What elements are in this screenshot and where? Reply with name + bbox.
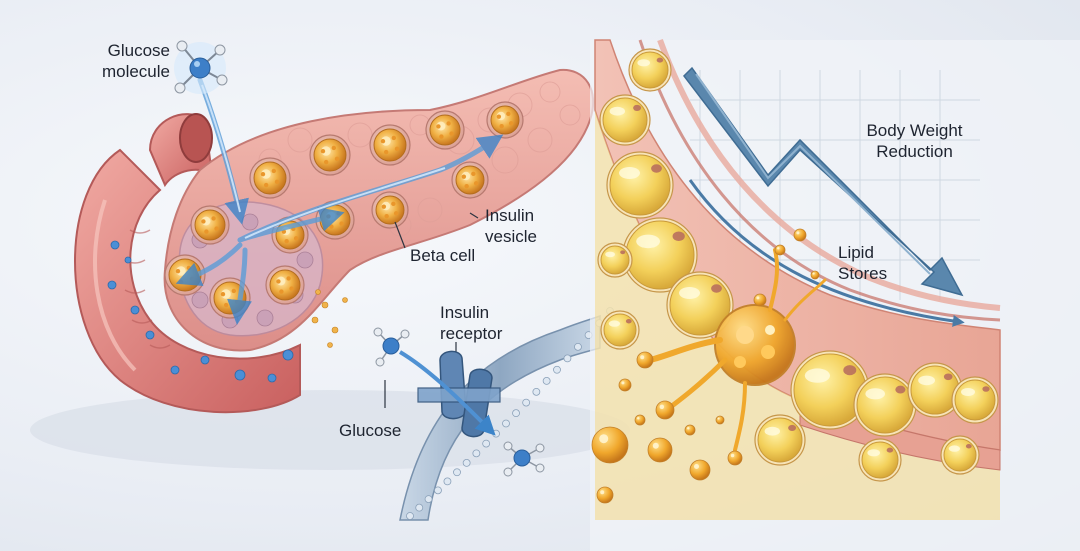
phospholipid-head bbox=[522, 398, 531, 407]
phospholipid-head bbox=[553, 365, 561, 374]
beta-cell bbox=[451, 161, 489, 199]
lipid-droplet bbox=[636, 351, 654, 369]
cell-membrane bbox=[373, 307, 614, 521]
label-insulin-receptor: Insulin receptor bbox=[440, 303, 503, 343]
lipid-droplet bbox=[774, 244, 786, 256]
phospholipid-head bbox=[453, 468, 461, 477]
fat-cell bbox=[597, 242, 633, 278]
duodenum bbox=[74, 148, 301, 414]
fat-cell bbox=[599, 94, 651, 146]
fat-cell bbox=[622, 217, 698, 293]
phospholipid-head bbox=[434, 486, 442, 495]
phospholipid-head bbox=[502, 419, 510, 428]
label-glucose: Glucose bbox=[339, 421, 402, 440]
lipid-droplet bbox=[634, 414, 646, 426]
glucose-icon-inside bbox=[503, 441, 545, 477]
fat-cell bbox=[606, 151, 674, 219]
beta-cell bbox=[371, 191, 409, 229]
glucose-icon-small bbox=[373, 327, 410, 367]
lipid-droplet bbox=[793, 228, 807, 242]
label-insulin-vesicle: Insulin vesicle bbox=[485, 206, 537, 246]
insulin-droplets-blue bbox=[107, 240, 294, 383]
phospholipid-head bbox=[424, 495, 433, 504]
label-beta-cell: Beta cell bbox=[410, 246, 476, 265]
lipid-droplet bbox=[727, 450, 743, 466]
phospholipid-head bbox=[532, 387, 541, 396]
fat-cell bbox=[628, 48, 672, 92]
adipose-tissue-illustration bbox=[590, 38, 1080, 551]
lipid-droplet bbox=[647, 437, 673, 463]
beta-cell bbox=[486, 101, 524, 139]
phospholipid-head bbox=[406, 512, 414, 520]
phospholipid-head bbox=[512, 409, 520, 418]
phospholipid-head bbox=[492, 429, 500, 438]
label-glucose-molecule: Glucose molecule bbox=[72, 40, 170, 82]
phospholipid-head bbox=[482, 439, 491, 448]
beta-cell bbox=[425, 110, 465, 150]
fat-cell bbox=[907, 362, 963, 418]
label-glucose-molecule-line: Glucose molecule bbox=[101, 41, 170, 81]
fat-cell bbox=[858, 438, 902, 482]
phospholipid-head bbox=[443, 477, 452, 486]
fat-cell bbox=[754, 414, 806, 466]
phospholipid-head bbox=[574, 342, 582, 351]
beta-cell bbox=[265, 265, 305, 305]
label-lipid-stores: Lipid Stores bbox=[838, 243, 888, 283]
beta-cell bbox=[369, 124, 411, 166]
fat-cell bbox=[940, 435, 980, 475]
lipid-droplet bbox=[689, 459, 711, 481]
fat-cell bbox=[666, 271, 734, 339]
beta-cell bbox=[249, 157, 291, 199]
beta-cell bbox=[190, 205, 230, 245]
lipid-release bbox=[647, 248, 827, 452]
lipid-droplet bbox=[810, 270, 820, 280]
fat-cell bbox=[790, 350, 870, 430]
fat-cell bbox=[600, 310, 640, 350]
lipid-droplet bbox=[618, 378, 632, 392]
lipid-droplet bbox=[715, 415, 725, 425]
weight-trend-arrow bbox=[683, 66, 964, 297]
lipid-droplet bbox=[655, 400, 675, 420]
lipid-droplet bbox=[753, 293, 767, 307]
fat-cell bbox=[853, 373, 917, 437]
lipid-droplet bbox=[684, 424, 696, 436]
phospholipid-head bbox=[563, 354, 572, 363]
lipid-droplet bbox=[591, 426, 629, 464]
label-body-weight-reduction: Body Weight Reduction bbox=[866, 121, 963, 161]
beta-cell bbox=[309, 134, 351, 176]
phospholipid-head bbox=[472, 449, 481, 458]
phospholipid-head bbox=[462, 458, 471, 467]
glucose-molecule-icon bbox=[174, 40, 228, 94]
phospholipid-head bbox=[415, 503, 424, 512]
insulin-droplets-gold bbox=[311, 289, 348, 348]
phospholipid-head bbox=[542, 376, 551, 385]
pancreas-illustration bbox=[30, 40, 630, 470]
fat-cell bbox=[951, 376, 999, 424]
lipid-droplet bbox=[596, 486, 614, 504]
